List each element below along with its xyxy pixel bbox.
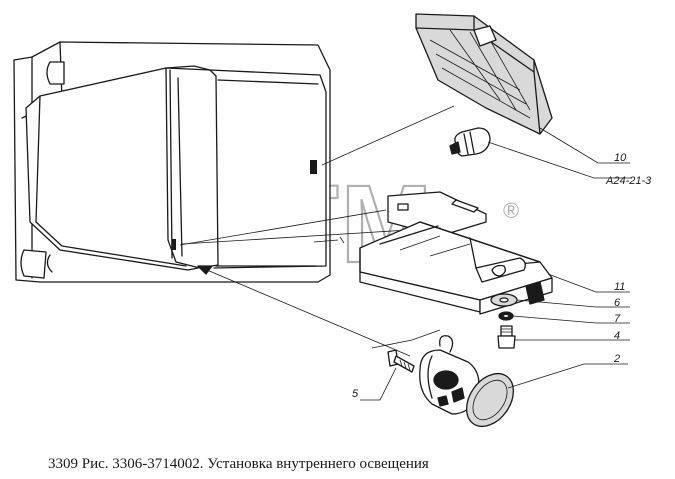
callout-7: 7	[614, 313, 621, 325]
callout-5: 5	[352, 388, 359, 400]
callout-a24-21-3: А24-21-3	[605, 175, 652, 187]
bulb	[449, 127, 491, 157]
cab-outline	[13, 41, 331, 283]
fastener-stack	[490, 293, 518, 349]
screw-5	[371, 329, 441, 373]
callout-10: 10	[614, 152, 627, 164]
callout-labels: 10 А24-21-3 11 6 7 4 5 2	[352, 152, 652, 400]
switch-mount-marker	[172, 239, 176, 250]
watermark-registered-mark: ®	[503, 198, 519, 223]
lamp-socket	[419, 335, 480, 415]
callout-2: 2	[613, 353, 620, 365]
screw-4	[500, 325, 513, 337]
callout-6: 6	[614, 297, 621, 309]
switch-unit	[359, 191, 553, 315]
lamp-housing	[415, 13, 553, 135]
lens-2	[466, 372, 514, 428]
callout-leaders	[360, 127, 632, 401]
callout-11: 11	[614, 281, 625, 293]
lamp-mount-marker	[310, 160, 317, 174]
figure-caption: 3309 Рис. 3306-3714002. Установка внутре…	[48, 456, 429, 472]
assembly-leader-lines	[179, 105, 455, 357]
callout-4: 4	[614, 330, 620, 342]
